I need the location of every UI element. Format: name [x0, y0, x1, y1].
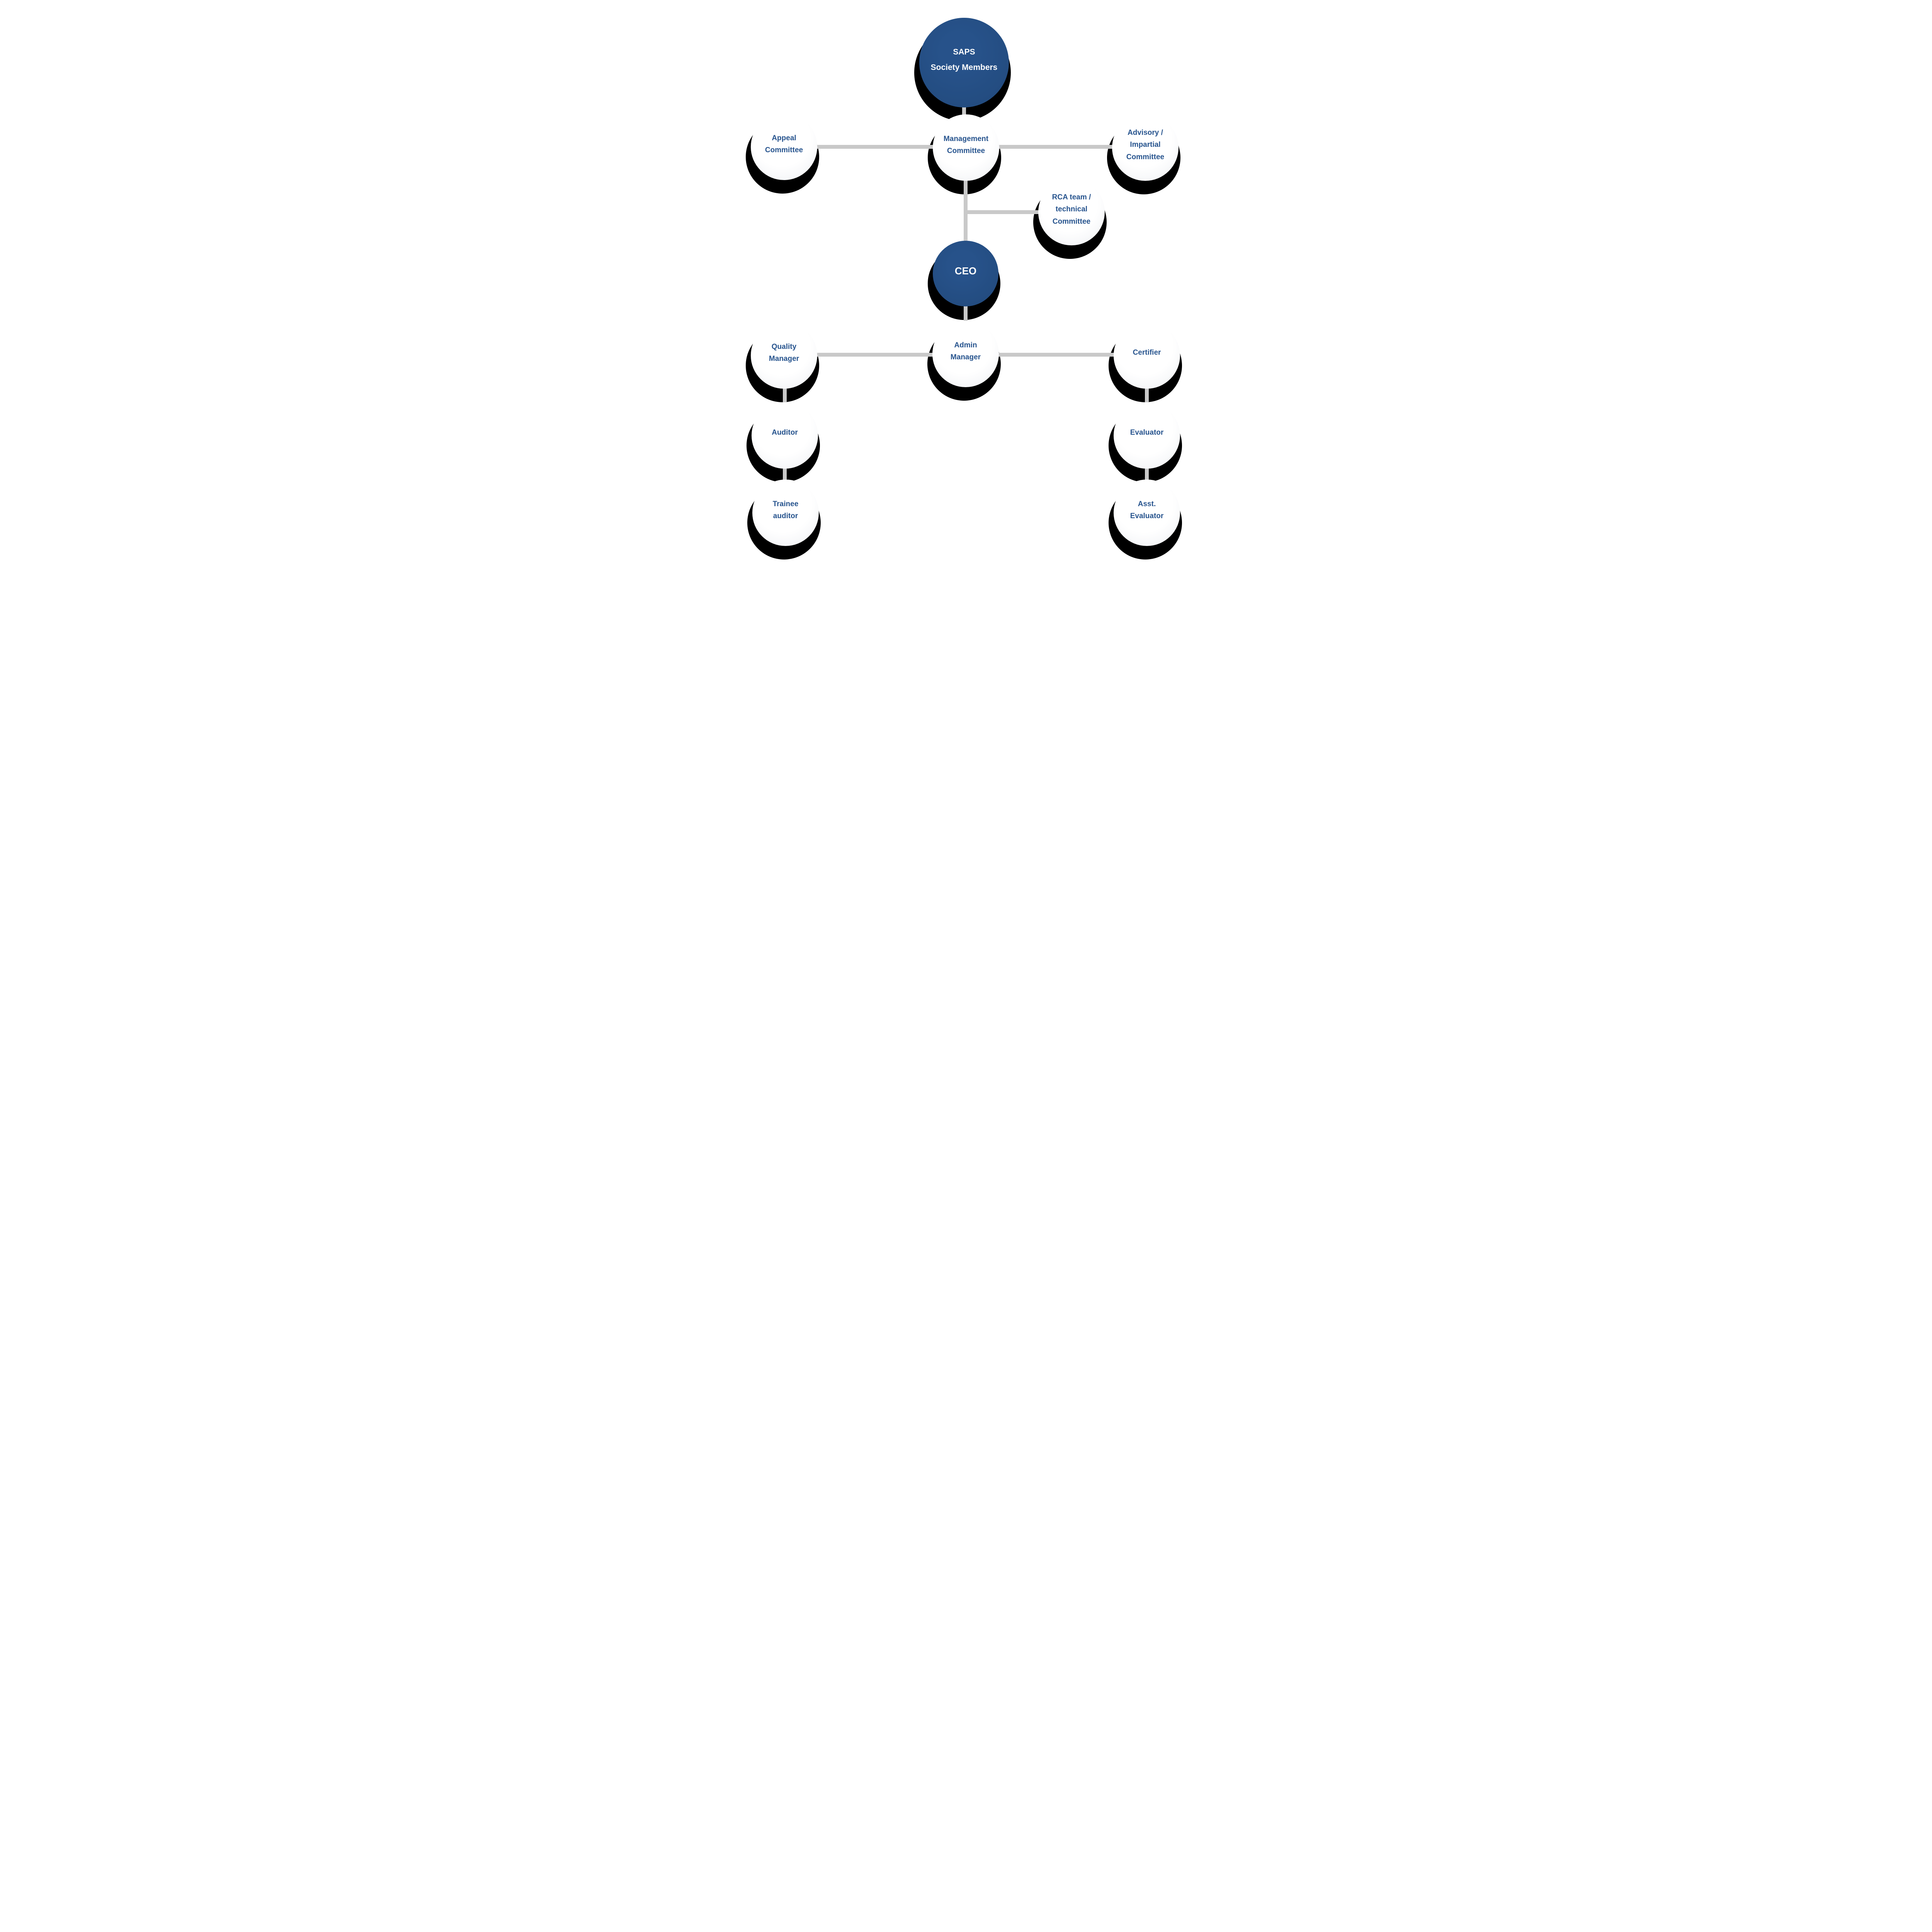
node-label: Auditor [772, 429, 798, 437]
node-label: Quality Manager [769, 342, 799, 363]
node-label: Certifier [1133, 349, 1161, 357]
node-label: Advisory / Impartial Committee [1126, 128, 1165, 161]
node-label: Appeal Committee [765, 134, 803, 154]
node-rca-technical-committee: RCA team / technical Committee [1038, 179, 1105, 245]
node-quality-manager: Quality Manager [751, 322, 817, 389]
edge-ceo-admin-manager [964, 274, 968, 354]
edge-management-rca [966, 210, 1071, 214]
node-trainee-auditor: Trainee auditor [752, 480, 819, 546]
edge-admin-certifier [966, 353, 1147, 357]
node-ceo: CEO [933, 241, 998, 306]
edge-evaluator-asst-evaluator [1145, 435, 1149, 513]
node-label: Evaluator [1130, 429, 1164, 437]
node-advisory-impartial-committee: Advisory / Impartial Committee [1112, 114, 1179, 181]
edge-auditor-trainee-auditor [783, 435, 787, 513]
node-label: Asst. Evaluator [1130, 500, 1164, 520]
node-admin-manager: Admin Manager [932, 321, 999, 387]
node-label: SAPS Society Members [930, 48, 998, 72]
node-label: RCA team / technical Committee [1052, 193, 1091, 226]
edge-quality-manager-auditor [783, 355, 787, 435]
node-evaluator: Evaluator [1114, 402, 1180, 469]
edge-appeal-management [784, 145, 966, 149]
node-auditor: Auditor [752, 402, 818, 469]
node-label: Admin Manager [950, 341, 981, 361]
node-management-committee: Management Committee [933, 114, 999, 181]
node-asst-evaluator: Asst. Evaluator [1114, 480, 1180, 546]
node-label: Trainee auditor [772, 500, 799, 520]
node-appeal-committee: Appeal Committee [751, 114, 817, 180]
edge-management-advisory [966, 145, 1145, 149]
node-label: Management Committee [943, 134, 989, 155]
node-saps-society-members: SAPS Society Members [919, 18, 1009, 107]
node-certifier: Certifier [1114, 322, 1180, 389]
edge-quality-manager-admin [784, 353, 966, 357]
edge-certifier-evaluator [1145, 355, 1149, 435]
node-label: CEO [954, 265, 977, 277]
org-chart: SAPS Society Members Appeal Committee Ma… [696, 0, 1236, 581]
